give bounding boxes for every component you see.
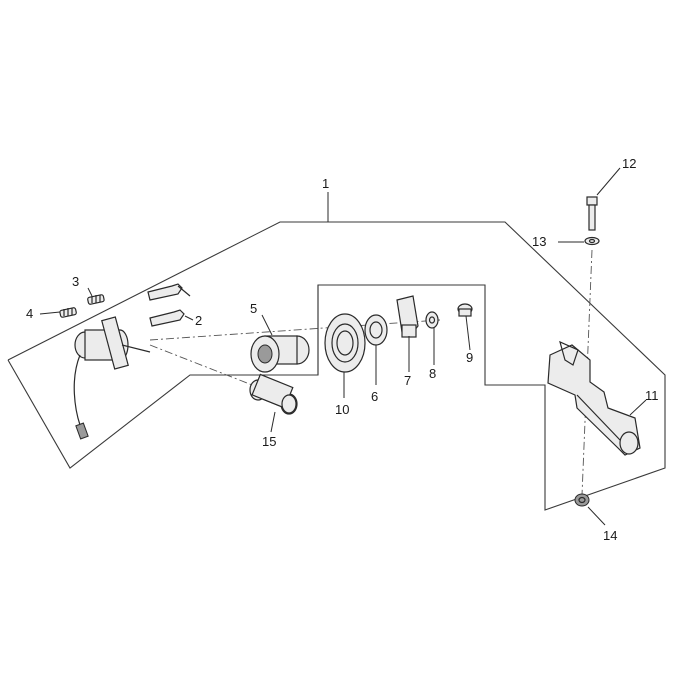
callout-12: 12 <box>622 156 636 171</box>
nut-part-14 <box>574 493 590 507</box>
bolt-part-12 <box>586 196 598 231</box>
sleeve-part-15 <box>249 373 298 415</box>
axis-line-vertical <box>581 249 593 496</box>
callout-14: 14 <box>603 528 617 543</box>
callout-1: 1 <box>322 176 329 191</box>
callout-7: 7 <box>404 373 411 388</box>
keys-part-2 <box>147 283 191 327</box>
bracket-part-11 <box>547 340 641 456</box>
lock-cylinder-part-5 <box>250 335 310 373</box>
washer-part-13 <box>584 236 600 246</box>
nut-ring-part-6 <box>364 314 388 346</box>
axis-line-sleeve <box>149 344 266 391</box>
lock-washer-part-10 <box>324 313 366 373</box>
screw-part-3 <box>87 294 105 305</box>
callout-2: 2 <box>195 313 202 328</box>
screw-part-9 <box>457 303 473 317</box>
callout-5: 5 <box>250 301 257 316</box>
leader-lines <box>39 167 647 526</box>
callout-8: 8 <box>429 366 436 381</box>
ignition-switch-body <box>73 316 151 440</box>
callout-15: 15 <box>262 434 276 449</box>
callout-10: 10 <box>335 402 349 417</box>
callout-13: 13 <box>532 234 546 249</box>
callout-4: 4 <box>26 306 33 321</box>
assembly-boundary-outer <box>7 221 666 511</box>
callout-6: 6 <box>371 389 378 404</box>
axis-line-ignition <box>149 319 441 341</box>
callout-11: 11 <box>645 388 659 403</box>
cam-part-7 <box>396 295 419 338</box>
callout-9: 9 <box>466 350 473 365</box>
washer-part-8 <box>425 311 439 329</box>
callout-3: 3 <box>72 274 79 289</box>
screw-part-4 <box>59 307 77 318</box>
